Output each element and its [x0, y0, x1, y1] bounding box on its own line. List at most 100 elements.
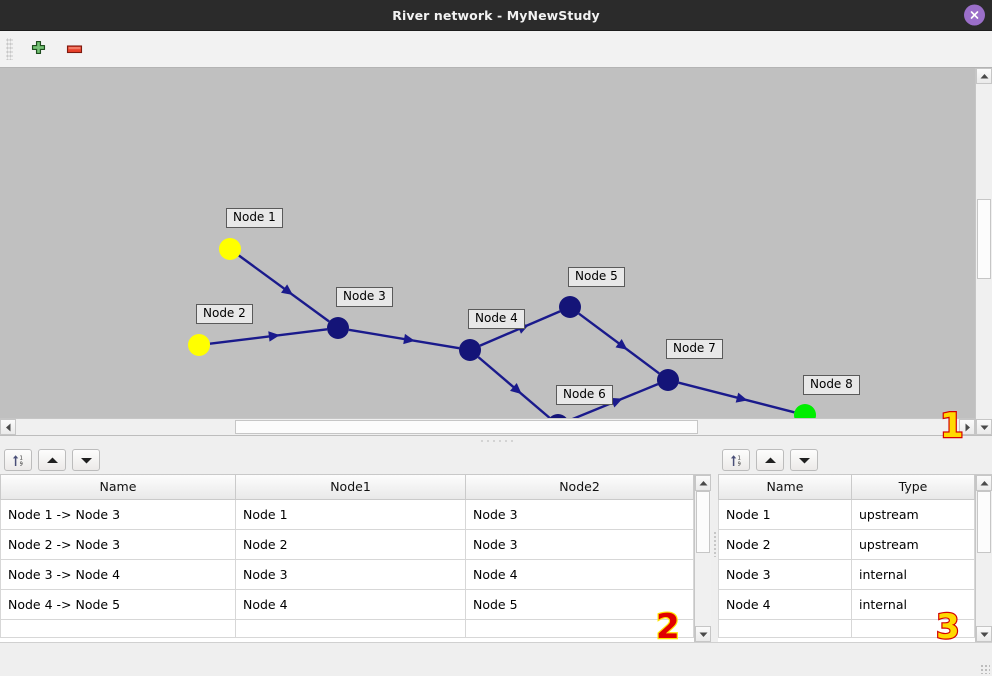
- links-scroll-up-icon[interactable]: [695, 475, 711, 491]
- sort-icon[interactable]: 1 9: [722, 449, 750, 471]
- graph-node-node-3[interactable]: [327, 317, 349, 339]
- column-header[interactable]: Node1: [235, 475, 466, 500]
- table-cell[interactable]: [235, 618, 466, 638]
- nodes-scroll-thumb[interactable]: [977, 491, 991, 553]
- links-scroll-down-icon[interactable]: [695, 626, 711, 642]
- scroll-down-icon[interactable]: [976, 419, 992, 435]
- nodes-scroll-track[interactable]: [976, 491, 992, 626]
- links-scroll-track[interactable]: [695, 491, 711, 626]
- node-label-node-5[interactable]: Node 5: [568, 267, 625, 287]
- table-cell[interactable]: Node 2 -> Node 3: [0, 528, 236, 560]
- table-cell[interactable]: internal: [851, 588, 975, 620]
- node-label-node-6[interactable]: Node 6: [556, 385, 613, 405]
- river-network-canvas[interactable]: Node 1 Node 2 Node 3 Node 4 Node 5 Node 6 Node…: [0, 68, 975, 418]
- h-scroll-track[interactable]: [16, 419, 959, 435]
- table-cell[interactable]: Node 4: [718, 588, 852, 620]
- table-cell[interactable]: Node 3 -> Node 4: [0, 558, 236, 590]
- table-cell[interactable]: upstream: [851, 498, 975, 530]
- nodes-scroll-up-icon[interactable]: [976, 475, 992, 491]
- table-cell[interactable]: Node 3: [465, 528, 694, 560]
- table-cell[interactable]: Node 1: [235, 498, 466, 530]
- graph-edge[interactable]: [238, 254, 330, 323]
- table-cell[interactable]: Node 2: [718, 528, 852, 560]
- arrow-up-icon[interactable]: [38, 449, 66, 471]
- graph-node-node-8[interactable]: [794, 404, 816, 418]
- table-row-empty[interactable]: [0, 618, 694, 638]
- graph-edge[interactable]: [678, 381, 795, 414]
- nodes-scroll-down-icon[interactable]: [976, 626, 992, 642]
- vertical-splitter[interactable]: [0, 435, 992, 446]
- column-header[interactable]: Type: [851, 475, 975, 500]
- scroll-up-icon[interactable]: [976, 68, 992, 84]
- sort-icon[interactable]: 1 9: [4, 449, 32, 471]
- graph-node-node-4[interactable]: [459, 339, 481, 361]
- table-cell[interactable]: upstream: [851, 528, 975, 560]
- graph-edge[interactable]: [209, 328, 328, 345]
- node-label-node-4[interactable]: Node 4: [468, 309, 525, 329]
- scroll-left-icon[interactable]: [0, 419, 16, 435]
- links-scroll-thumb[interactable]: [696, 491, 710, 553]
- close-icon[interactable]: [964, 4, 985, 26]
- table-cell[interactable]: Node 1 -> Node 3: [0, 498, 236, 530]
- column-header[interactable]: Node2: [465, 475, 694, 500]
- graph-node-node-2[interactable]: [188, 334, 210, 356]
- arrow-up-icon[interactable]: [756, 449, 784, 471]
- table-cell[interactable]: Node 3: [235, 558, 466, 590]
- graph-node-node-1[interactable]: [219, 238, 241, 260]
- table-cell[interactable]: Node 4: [465, 558, 694, 590]
- table-cell[interactable]: [851, 618, 975, 638]
- node-label-node-7[interactable]: Node 7: [666, 339, 723, 359]
- canvas-vertical-scrollbar[interactable]: [975, 68, 992, 435]
- graph-node-node-5[interactable]: [559, 296, 581, 318]
- table-row-empty[interactable]: [718, 618, 975, 638]
- scroll-right-icon[interactable]: [959, 419, 975, 435]
- table-cell[interactable]: internal: [851, 558, 975, 590]
- add-node-icon[interactable]: [25, 36, 51, 62]
- horizontal-splitter[interactable]: [711, 446, 718, 642]
- v-scroll-track[interactable]: [976, 84, 992, 419]
- table-cell[interactable]: [465, 618, 694, 638]
- graph-node-node-7[interactable]: [657, 369, 679, 391]
- node-label-node-2[interactable]: Node 2: [196, 304, 253, 324]
- table-cell[interactable]: Node 4: [235, 588, 466, 620]
- table-cell[interactable]: Node 4 -> Node 5: [0, 588, 236, 620]
- h-scroll-thumb[interactable]: [235, 420, 698, 434]
- column-header[interactable]: Name: [718, 475, 852, 500]
- graph-node-node-6[interactable]: [547, 414, 569, 418]
- table-cell[interactable]: Node 2: [235, 528, 466, 560]
- arrow-down-icon[interactable]: [72, 449, 100, 471]
- table-cell[interactable]: Node 5: [465, 588, 694, 620]
- remove-node-icon[interactable]: [61, 36, 87, 62]
- column-header[interactable]: Name: [0, 475, 236, 500]
- v-scroll-thumb[interactable]: [977, 199, 991, 279]
- toolbar-drag-handle[interactable]: [6, 38, 13, 60]
- table-cell[interactable]: Node 3: [718, 558, 852, 590]
- canvas-horizontal-scrollbar[interactable]: [0, 418, 975, 435]
- graph-edge[interactable]: [348, 328, 460, 350]
- node-label-node-8[interactable]: Node 8: [803, 375, 860, 395]
- table-cell[interactable]: [718, 618, 852, 638]
- node-label-node-3[interactable]: Node 3: [336, 287, 393, 307]
- nodes-table-scrollbar[interactable]: [975, 475, 992, 642]
- node-label-node-1[interactable]: Node 1: [226, 208, 283, 228]
- window-resize-grip[interactable]: [980, 664, 990, 674]
- links-table-scrollbar[interactable]: [694, 475, 711, 642]
- table-cell[interactable]: Node 3: [465, 498, 694, 530]
- table-cell[interactable]: [0, 618, 236, 638]
- arrow-down-icon[interactable]: [790, 449, 818, 471]
